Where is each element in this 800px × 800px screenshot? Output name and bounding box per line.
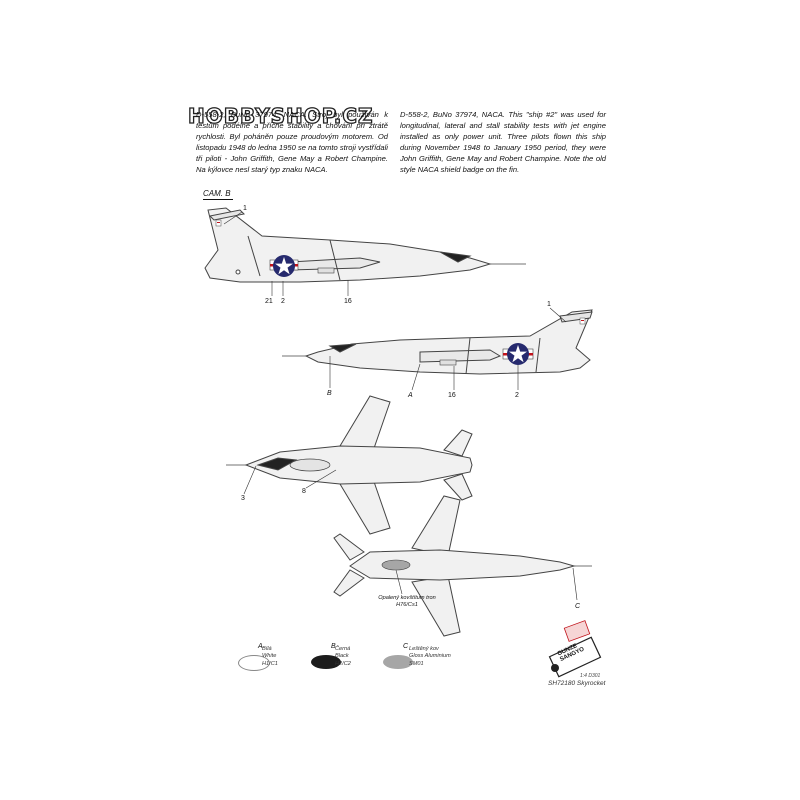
camo-label: CAM. B — [203, 189, 233, 200]
callout-side1-16: 16 — [344, 298, 352, 305]
side-view-2 — [282, 309, 593, 375]
callout-side2-16: 16 — [448, 392, 456, 399]
bottom-note: Opalený kovštítum tron H76/Cs1 — [378, 595, 436, 608]
side-fin-badge-2 — [579, 317, 586, 325]
watermark: HOBBYSHOP.CZ — [187, 103, 374, 128]
callout-side2-fin: 1 — [547, 301, 551, 308]
callout-side2-2: 2 — [515, 392, 519, 399]
product-code: SH72180 Skyrocket — [548, 680, 606, 687]
side-fin-badge-1 — [215, 219, 222, 227]
swatch-aluminium — [383, 655, 413, 669]
callout-side2-B: B — [327, 390, 332, 397]
callout-bottom-C: C — [575, 603, 581, 610]
side-roundel-2 — [502, 343, 534, 365]
side-view-1 — [204, 207, 526, 283]
description-english: D-558-2, BuNo 37974, NACA. This "ship #2… — [400, 110, 606, 174]
callout-top-3: 3 — [241, 495, 245, 502]
bottom-view — [333, 495, 592, 637]
swatch-black — [311, 655, 341, 669]
side-roundel-1 — [269, 255, 299, 277]
top-view — [226, 395, 473, 535]
scale-label: 1:4 D301 — [580, 673, 601, 679]
callout-side2-A: A — [408, 392, 413, 399]
callout-side1-2: 2 — [281, 298, 285, 305]
description-czech: D-558-2, BuNo 37974, NACA. Stroj byl pou… — [196, 110, 388, 174]
callout-top-8: 8 — [302, 488, 306, 495]
gunze-logo — [548, 620, 602, 678]
swatch-white — [238, 655, 270, 671]
callout-side1-fin: 1 — [243, 205, 247, 212]
callout-side1-21: 21 — [265, 298, 273, 305]
